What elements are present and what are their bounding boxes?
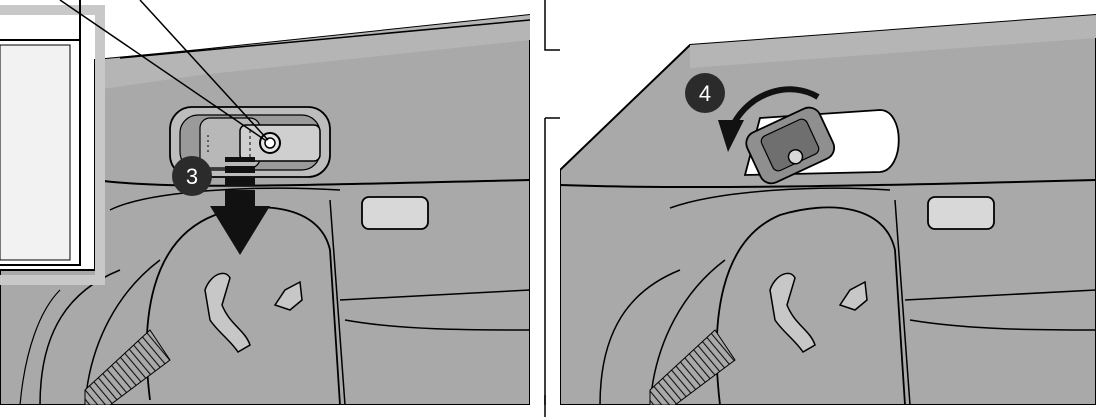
switch-panel [928, 197, 994, 229]
step-marker-3: 3 [172, 156, 212, 196]
step-number: 4 [699, 81, 711, 106]
step-number: 3 [186, 164, 198, 189]
switch-panel [362, 197, 428, 229]
left-panel: 3 [0, 0, 530, 405]
step-marker-4: 4 [685, 73, 725, 113]
right-panel: 4 [560, 0, 1096, 405]
